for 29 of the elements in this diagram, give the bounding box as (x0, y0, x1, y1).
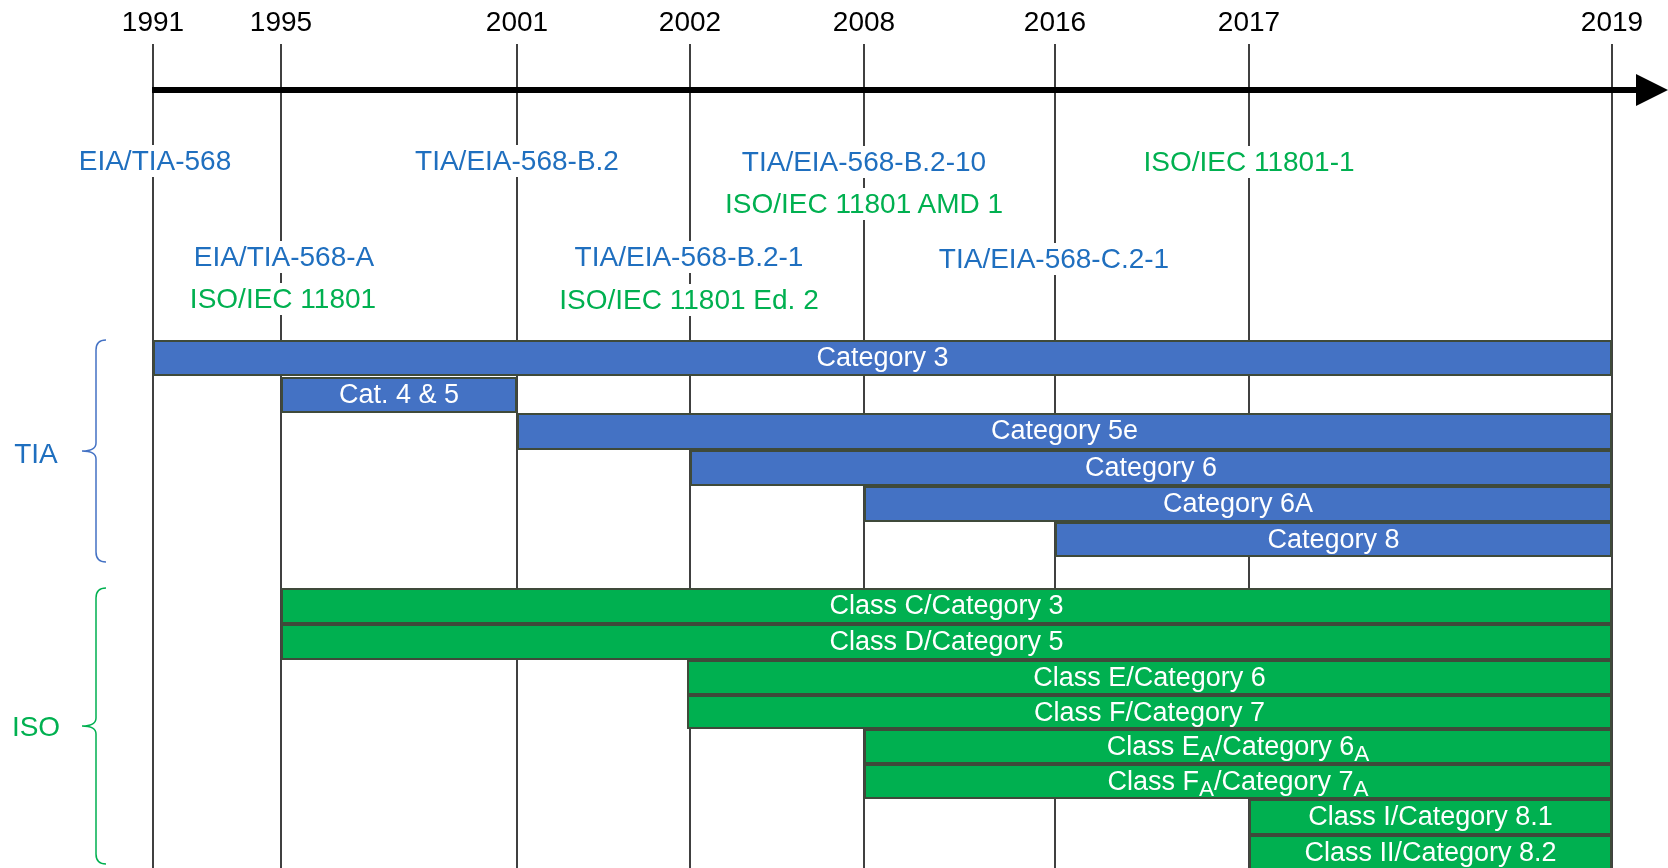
timeline-bar (864, 486, 1612, 522)
bar-label: Class II/Category 8.2 (1304, 837, 1557, 867)
bar-label: Category 6 (1084, 452, 1218, 482)
timeline-bar (281, 377, 517, 413)
standard-label: TIA/EIA-568-B.2 (413, 145, 621, 177)
bar-label: Class I/Category 8.1 (1308, 801, 1553, 831)
timeline-bar (864, 729, 1612, 764)
bar-label: Class C/Category 3 (829, 590, 1064, 620)
timeline-bar (1249, 835, 1612, 868)
bar-label: Class D/Category 5 (829, 626, 1064, 656)
bar-label: Class E$_{A}$/Category 6$_{A}$ (1106, 731, 1370, 761)
bar-label: Category 5e (990, 415, 1139, 445)
timeline-bar (687, 660, 1612, 695)
bar-label: Class F/Category 7 (1033, 697, 1266, 727)
timeline-bar (690, 450, 1612, 486)
bar-label: Category 8 (1267, 524, 1400, 554)
timeline-bar (153, 340, 1612, 376)
timeline-bar (864, 764, 1612, 799)
timeline-bar (517, 413, 1612, 450)
timeline-bar (687, 695, 1612, 729)
timeline-bar (1249, 799, 1612, 835)
timeline-bar (281, 624, 1612, 660)
timeline-bar (1055, 522, 1612, 557)
timeline-bar (281, 588, 1612, 624)
bar-label: Class E/Category 6 (1033, 662, 1266, 692)
bar-label: Category 3 (816, 342, 949, 372)
bar-label: Class F$_{A}$/Category 7$_{A}$ (1107, 766, 1369, 796)
bar-label: Category 6A (1162, 488, 1314, 518)
bar-label: Cat. 4 & 5 (338, 379, 460, 409)
